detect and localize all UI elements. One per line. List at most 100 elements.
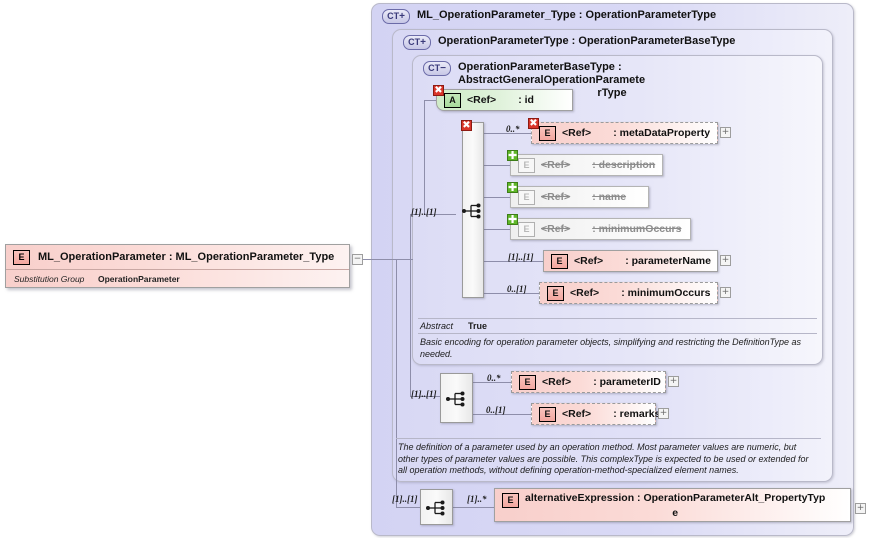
substitution-group-label: Substitution Group	[14, 273, 85, 284]
divider	[418, 333, 817, 334]
sequence-compositor-inner[interactable]: ✖	[461, 120, 484, 298]
add-marker-icon: ✚	[507, 213, 518, 226]
element-label-minimumoccurs-deprecated: <Ref>: minimumOccurs	[541, 223, 682, 235]
expand-toggle-alternativeexpression[interactable]: +	[855, 503, 866, 514]
sequence-compositor-outer[interactable]	[440, 373, 473, 423]
element-icon: E	[547, 285, 564, 301]
cardinality-metadataproperty: 0..*	[506, 124, 520, 134]
root-element-title-row: E ML_OperationParameter : ML_OperationPa…	[6, 245, 349, 270]
container-title-1: ML_OperationParameter_Type : OperationPa…	[417, 9, 717, 21]
element-icon: E	[518, 157, 535, 173]
abstract-value: True	[468, 321, 488, 331]
element-node-minimumoccurs[interactable]: E <Ref>: minimumOccurs	[539, 282, 718, 304]
cardinality-parametername: [1]..[1]	[508, 252, 534, 262]
element-node-parameterid[interactable]: E <Ref>: parameterID	[511, 371, 666, 393]
root-element-collapse-toggle[interactable]: −	[352, 254, 363, 265]
delete-marker-icon: ✖	[528, 118, 539, 129]
complextype-expand-icon[interactable]: CT+	[382, 9, 410, 24]
connector	[357, 259, 413, 260]
element-label-parametername: <Ref>: parameterName	[574, 255, 711, 267]
element-icon: E	[519, 374, 536, 390]
element-node-parametername[interactable]: E <Ref>: parameterName	[543, 250, 718, 272]
root-element-title: ML_OperationParameter : ML_OperationPara…	[38, 251, 335, 263]
connector	[482, 197, 510, 198]
element-label-parameterid: <Ref>: parameterID	[542, 376, 661, 388]
container-header-3: CT− OperationParameterBaseType : Abstrac…	[423, 61, 766, 100]
connector	[473, 382, 513, 383]
annotation-operationparametertype: The definition of a parameter used by an…	[396, 438, 821, 477]
sequence-icon	[462, 203, 481, 219]
cardinality-inner-sequence: [1]..[1]	[411, 207, 437, 217]
connector	[482, 293, 540, 294]
sequence-compositor-root[interactable]	[420, 489, 453, 525]
element-label-description: <Ref>: description	[541, 159, 656, 171]
element-label-minimumoccurs: <Ref>: minimumOccurs	[570, 287, 711, 299]
divider	[418, 318, 817, 319]
element-node-minimumoccurs-deprecated[interactable]: ✚ E <Ref>: minimumOccurs	[507, 214, 691, 240]
element-label-remarks: <Ref>: remarks	[562, 408, 661, 420]
abstract-label: Abstract	[420, 321, 454, 331]
attribute-node-id[interactable]: ✖ A <Ref>: id	[433, 85, 573, 111]
root-element-substitution-group-row: Substitution Group OperationParameter	[6, 270, 349, 287]
connector	[424, 214, 456, 215]
abstract-property-row: Abstract True	[418, 319, 817, 333]
element-node-remarks[interactable]: E <Ref>: remarks	[531, 403, 660, 425]
divider	[396, 438, 821, 439]
connector	[482, 133, 532, 134]
element-icon: E	[13, 249, 30, 265]
element-label-metadataproperty: <Ref>: metaDataProperty	[562, 127, 711, 139]
delete-marker-icon: ✖	[461, 120, 472, 131]
expand-toggle-parameterid[interactable]: +	[668, 376, 679, 387]
connector	[396, 259, 397, 508]
connector	[482, 229, 510, 230]
connector	[396, 507, 420, 508]
connector	[410, 214, 411, 259]
documentation-basetype: Basic encoding for operation parameter o…	[420, 337, 802, 359]
connector	[410, 259, 411, 397]
root-element-ml-operationparameter[interactable]: E ML_OperationParameter : ML_OperationPa…	[5, 244, 350, 288]
complextype-collapse-icon[interactable]: CT−	[423, 61, 451, 76]
element-node-metadataproperty[interactable]: ✖ E <Ref>: metaDataProperty	[528, 118, 718, 144]
container-header-2: CT+ OperationParameterType : OperationPa…	[403, 35, 735, 50]
add-marker-icon: ✚	[507, 149, 518, 162]
container-title-2: OperationParameterType : OperationParame…	[438, 35, 736, 47]
element-icon: E	[539, 125, 556, 141]
annotation-operationparameterbasetype: Abstract True Basic encoding for operati…	[418, 318, 817, 360]
element-node-description[interactable]: ✚ E <Ref>: description	[507, 150, 663, 176]
element-label-name: <Ref>: name	[541, 191, 627, 203]
expand-toggle-minimumoccurs[interactable]: +	[720, 287, 731, 298]
connector	[482, 165, 510, 166]
cardinality-alternativeexpression: [1]..*	[467, 494, 487, 504]
cardinality-minimumoccurs: 0..[1]	[507, 284, 527, 294]
connector	[424, 100, 425, 214]
cardinality-parameterid: 0..*	[487, 373, 501, 383]
element-node-name[interactable]: ✚ E <Ref>: name	[507, 182, 649, 208]
container-title-3: OperationParameterBaseType : AbstractGen…	[458, 61, 646, 99]
element-node-alternativeexpression[interactable]: E alternativeExpression : OperationParam…	[494, 488, 851, 522]
expand-toggle-remarks[interactable]: +	[658, 408, 669, 419]
connector	[410, 396, 440, 397]
sequence-icon	[445, 391, 464, 407]
sequence-icon	[425, 500, 444, 516]
cardinality-remarks: 0..[1]	[486, 405, 506, 415]
connector	[410, 214, 420, 215]
element-icon: E	[539, 406, 556, 422]
complextype-expand-icon[interactable]: CT+	[403, 35, 431, 50]
expand-toggle-parametername[interactable]: +	[720, 255, 731, 266]
substitution-group-value: OperationParameter	[98, 273, 180, 284]
connector	[424, 100, 436, 101]
connector	[473, 414, 533, 415]
element-label-alternativeexpression: alternativeExpression : OperationParamet…	[525, 492, 826, 519]
attribute-icon: A	[444, 92, 461, 108]
expand-toggle-metadataproperty[interactable]: +	[720, 127, 731, 138]
container-header-1: CT+ ML_OperationParameter_Type : Operati…	[382, 9, 716, 24]
attribute-label-id: <Ref>: id	[467, 94, 534, 106]
connector	[453, 507, 497, 508]
delete-marker-icon: ✖	[433, 85, 444, 96]
element-icon: E	[518, 221, 535, 237]
element-icon: E	[518, 189, 535, 205]
documentation-operationparametertype: The definition of a parameter used by an…	[398, 442, 809, 475]
element-icon: E	[502, 493, 519, 508]
element-icon: E	[551, 253, 568, 269]
